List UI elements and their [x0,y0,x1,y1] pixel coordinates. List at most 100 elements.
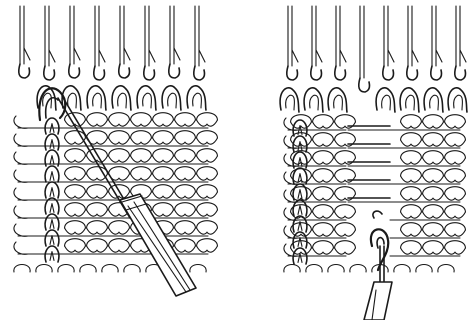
chain-core [50,172,54,181]
stitch-leg [423,140,433,146]
stitch-leg [313,140,323,146]
stitch-top [87,185,108,192]
loop-outer [162,86,181,110]
stitch-leg [335,176,345,182]
stitch-leg [97,120,107,126]
loop-outer [400,88,419,112]
stitch-top [423,205,444,212]
selvedge-edge [14,170,28,182]
stitch-top [401,133,422,140]
stitch-leg [65,174,75,180]
stitch-leg [175,246,185,252]
needle [311,6,322,80]
stitch-leg [175,192,185,198]
needle-hook [383,66,394,80]
tool-handle [364,282,392,320]
stitch-leg [455,140,465,146]
needle [194,6,205,80]
stitch-leg [313,158,323,164]
stitch-leg [401,158,411,164]
stitch-leg [119,246,129,252]
selvedge-edge [14,188,28,200]
knit-stitch [197,113,218,127]
loop-inner [68,93,77,108]
stitch-leg [313,212,323,218]
stitch-top [313,151,334,158]
needle [94,6,105,80]
stitch-leg [433,212,443,218]
stitch-top [153,203,174,210]
needle-latch [149,50,155,62]
knit-stitch [335,205,356,219]
loop-inner [168,93,177,108]
stitch-leg [87,210,97,216]
needle-hook [455,66,466,80]
stitch-top [109,239,130,246]
stitch-top [175,239,196,246]
needle [119,6,130,78]
stitch-leg [87,120,97,126]
stitch-leg [141,156,151,162]
needle-hook [311,66,322,80]
latched-chain-column [45,118,59,262]
stitch-leg [323,176,333,182]
stitch-top [175,131,196,138]
knit-stitch [109,113,130,127]
needle [407,6,418,80]
chain-core [298,254,302,263]
loop-inner [310,95,319,110]
knit-stitch [197,167,218,181]
stitch-top [335,205,356,212]
stitch-leg [119,156,129,162]
bottom-edge-loop [350,265,366,273]
stitch-leg [323,212,333,218]
knit-stitch [313,241,334,255]
knit-stitch [153,113,174,127]
stitch-leg [401,140,411,146]
chain-core [50,140,54,149]
needle [287,6,298,80]
stitch-leg [163,120,173,126]
knit-stitch [313,187,334,201]
stitch-top [65,167,86,174]
knit-stitch [445,151,466,165]
stitch-leg [87,228,97,234]
stitch-top [131,185,152,192]
stitch-leg [109,120,119,126]
needle-loop [424,88,443,112]
stitch-leg [119,138,129,144]
stitch-leg [153,192,163,198]
knit-stitch [335,223,356,237]
stitch-leg [153,138,163,144]
needle [69,6,80,78]
stitch-leg [75,192,85,198]
stitch-leg [411,140,421,146]
loop-inner [143,93,152,108]
stitch-leg [335,122,345,128]
stitch-top [131,113,152,120]
needle [44,6,55,80]
chain-core [50,236,54,245]
stitch-top [175,167,196,174]
stitch-top [401,223,422,230]
stitch-top [313,241,334,248]
stitch-top [131,167,152,174]
stitch-leg [401,176,411,182]
stitch-leg [313,176,323,182]
stitch-leg [423,122,433,128]
stitch-top [445,205,466,212]
chain-core [298,158,302,167]
stitch-top [87,203,108,210]
knit-stitch [197,221,218,235]
stitch-leg [97,246,107,252]
stitch-leg [197,120,207,126]
stitch-top [175,185,196,192]
stitch-leg [401,230,411,236]
knit-stitch [153,149,174,163]
stitch-leg [175,120,185,126]
stitch-leg [207,138,217,144]
knit-stitch [445,223,466,237]
needle-hook [144,66,155,80]
needle-loop [87,86,106,110]
knit-stitch [423,133,444,147]
